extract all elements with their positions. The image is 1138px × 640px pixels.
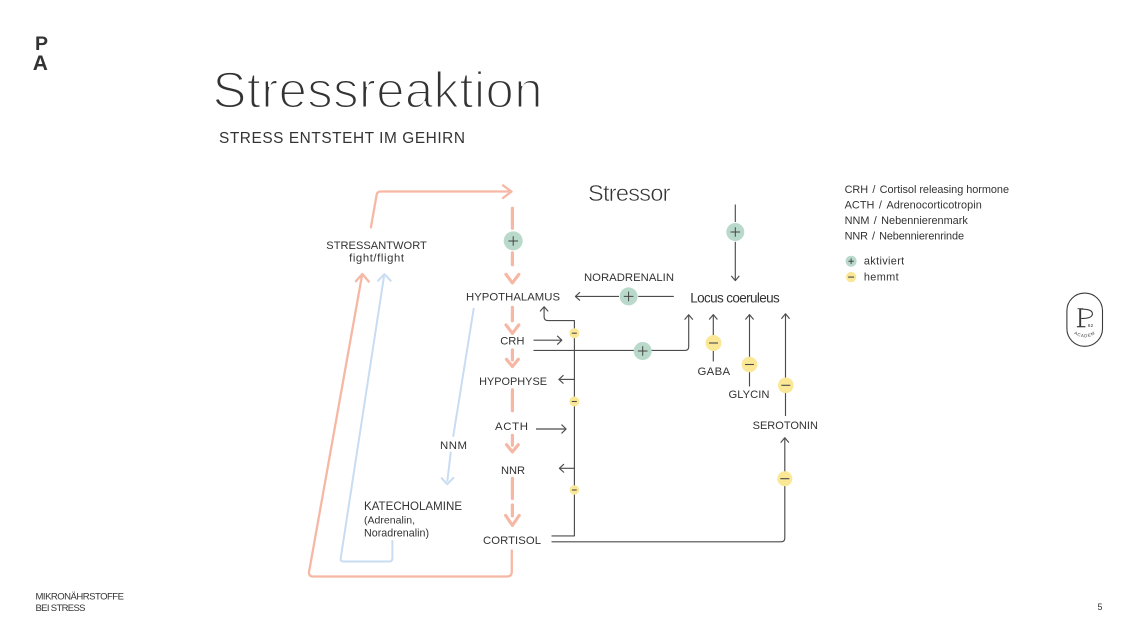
svg-text:aktiviert: aktiviert	[864, 256, 904, 268]
svg-text:ACTH: ACTH	[495, 421, 528, 433]
svg-text:Stressor: Stressor	[588, 180, 671, 206]
svg-text:SEROTONIN: SEROTONIN	[753, 420, 818, 432]
svg-text:GLYCIN: GLYCIN	[729, 389, 770, 401]
svg-text:hemmt: hemmt	[864, 272, 899, 284]
svg-text:NNM: NNM	[440, 440, 467, 452]
svg-text:82: 82	[1088, 323, 1094, 328]
svg-text:STRESS ENTSTEHT IM GEHIRN: STRESS ENTSTEHT IM GEHIRN	[219, 130, 465, 147]
svg-text:KATECHOLAMINE: KATECHOLAMINE	[364, 501, 462, 513]
svg-text:CRH / Cortisol releasing hor: CRH / Cortisol releasing hormone	[845, 184, 1009, 196]
svg-text:NNM / Nebennierenmark: NNM / Nebennierenmark	[845, 215, 969, 227]
svg-text:MIKRONÄHRSTOFFE: MIKRONÄHRSTOFFE	[36, 591, 125, 602]
svg-text:ACTH / Adrenocorticotropin: ACTH / Adrenocorticotropin	[845, 199, 982, 211]
svg-text:NNR: NNR	[501, 465, 525, 477]
svg-text:fight/flight: fight/flight	[349, 253, 405, 265]
svg-text:HYPOTHALAMUS: HYPOTHALAMUS	[466, 291, 560, 303]
svg-text:HYPOPHYSE: HYPOPHYSE	[479, 376, 547, 388]
svg-text:Locus coeruleus: Locus coeruleus	[690, 290, 780, 305]
svg-text:GABA: GABA	[698, 366, 731, 378]
svg-text:(Adrenalin,: (Adrenalin,	[364, 514, 415, 526]
svg-text:P: P	[35, 33, 48, 55]
svg-text:Stressreaktion: Stressreaktion	[213, 62, 543, 119]
svg-text:A: A	[33, 52, 48, 75]
svg-text:ACADEMY: ACADEMY	[0, 0, 1095, 338]
svg-text:BEI STRESS: BEI STRESS	[36, 603, 87, 614]
svg-text:5: 5	[1098, 602, 1103, 612]
svg-text:Noradrenalin): Noradrenalin)	[364, 527, 429, 539]
svg-text:NORADRENALIN: NORADRENALIN	[584, 272, 674, 284]
svg-text:CORTISOL: CORTISOL	[483, 535, 541, 547]
svg-text:STRESSANTWORT: STRESSANTWORT	[326, 240, 427, 252]
svg-text:CRH: CRH	[500, 336, 524, 348]
svg-text:NNR / Nebennierenrinde: NNR / Nebennierenrinde	[845, 231, 964, 243]
